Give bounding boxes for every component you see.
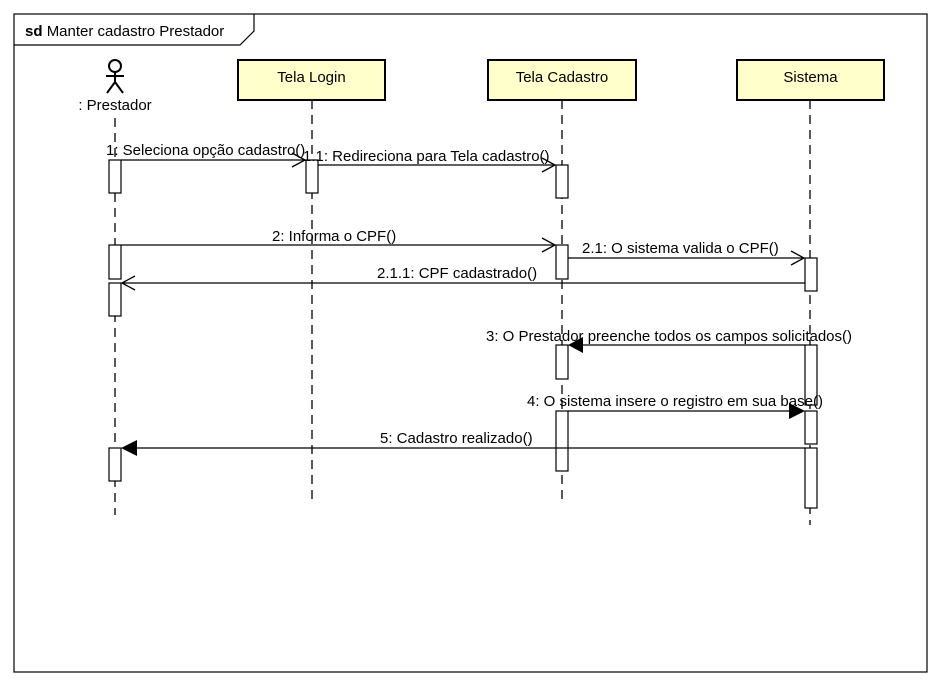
activation-bar	[555, 244, 569, 280]
message-label: 2.1: O sistema valida o CPF()	[582, 240, 779, 257]
activation-bar	[555, 164, 569, 199]
filled-arrowhead-icon	[789, 403, 805, 419]
open-arrowhead-icon	[120, 275, 136, 291]
actor-prestador: : Prestador	[78, 59, 152, 114]
lifeline-label: Tela Cadastro	[516, 69, 609, 86]
activation-bar	[305, 159, 319, 194]
lifeline-head-box	[736, 59, 885, 101]
lifeline-label: Tela Login	[277, 69, 345, 86]
open-arrowhead-icon	[291, 152, 307, 168]
message-1-1: 1.1: Redireciona para Tela cadastro()	[303, 148, 557, 173]
activation-bar	[108, 244, 122, 280]
activation-bar	[555, 410, 569, 472]
open-arrowhead-icon	[790, 250, 806, 266]
actor-label: : Prestador	[78, 97, 151, 114]
message-2-1-1: 2.1.1: CPF cadastrado()	[120, 265, 805, 291]
lifeline-head-box	[237, 59, 386, 101]
frame-title: sd Manter cadastro Prestador	[25, 23, 224, 40]
message-label: 3: O Prestador preenche todos os campos …	[486, 328, 852, 345]
activation-bar	[108, 282, 122, 317]
frame-title-tab	[14, 14, 255, 46]
filled-arrowhead-icon	[121, 440, 137, 456]
filled-arrowhead-icon	[568, 337, 583, 353]
activation-bar	[108, 447, 122, 482]
stick-figure-icon	[106, 59, 124, 94]
message-2-1: 2.1: O sistema valida o CPF()	[568, 240, 806, 266]
message-1: 1: Seleciona opção cadastro()	[106, 142, 307, 168]
diagram-frame	[13, 13, 928, 673]
message-4: 4: O sistema insere o registro em sua ba…	[527, 393, 823, 419]
message-label: 5: Cadastro realizado()	[380, 430, 533, 447]
activation-bar	[555, 344, 569, 380]
open-arrowhead-icon	[541, 157, 557, 173]
message-label: 1: Seleciona opção cadastro()	[106, 142, 305, 159]
activation-bar	[804, 447, 818, 509]
lifeline-tela-cadastro: Tela Cadastro	[487, 59, 637, 101]
message-label: 1.1: Redireciona para Tela cadastro()	[303, 148, 550, 165]
lifeline-label: Sistema	[783, 69, 838, 86]
lifeline-sistema: Sistema	[736, 59, 885, 101]
message-label: 4: O sistema insere o registro em sua ba…	[527, 393, 823, 410]
activation-bar	[804, 257, 818, 292]
open-arrowhead-icon	[541, 237, 557, 253]
frame-name: Manter cadastro Prestador	[47, 23, 225, 40]
message-2: 2: Informa o CPF()	[121, 228, 557, 253]
activation-bar	[804, 410, 818, 445]
message-label: 2.1.1: CPF cadastrado()	[377, 265, 537, 282]
message-5: 5: Cadastro realizado()	[121, 430, 805, 456]
frame-keyword: sd	[25, 23, 43, 40]
message-3: 3: O Prestador preenche todos os campos …	[486, 328, 852, 353]
activation-bar	[108, 159, 122, 194]
activation-bar	[804, 344, 818, 406]
lifeline-tela-login: Tela Login	[237, 59, 386, 101]
message-label: 2: Informa o CPF()	[272, 228, 396, 245]
